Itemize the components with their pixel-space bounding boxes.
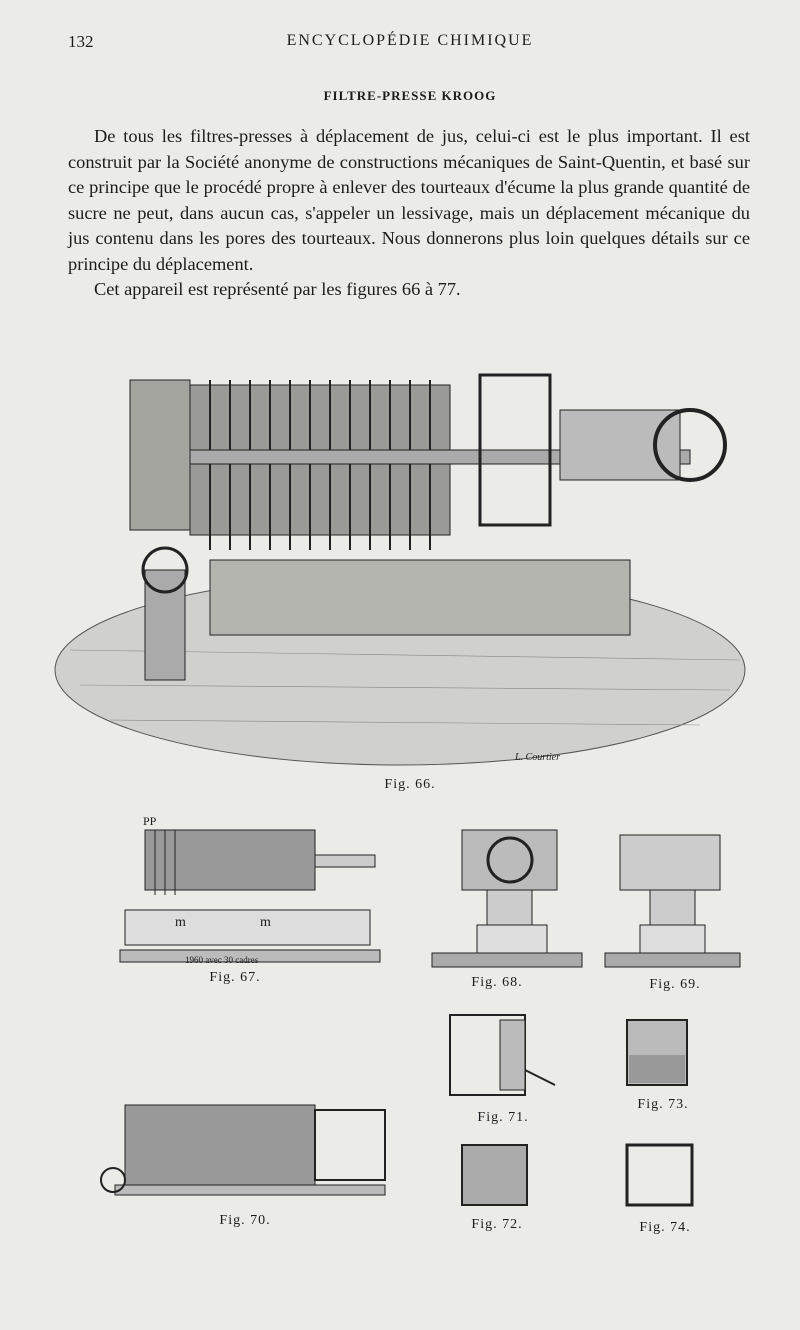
body-text: De tous les filtres-presses à déplacemen… bbox=[68, 124, 750, 303]
figure-71-illustration bbox=[440, 1010, 560, 1100]
plate-section-detail bbox=[626, 1019, 688, 1086]
figure-70-caption: Fig. 70. bbox=[219, 1213, 271, 1228]
figure-66-illustration: L. Courtier bbox=[50, 340, 770, 770]
figure-74-illustration bbox=[612, 1140, 712, 1212]
figure-71-caption: Fig. 71. bbox=[477, 1110, 529, 1125]
figure-73-illustration bbox=[612, 1015, 707, 1090]
dimension-label: 1960 avec 30 cadres bbox=[185, 955, 259, 965]
part-label: PP bbox=[143, 814, 157, 828]
figure-67-caption: Fig. 67. bbox=[209, 970, 261, 985]
page-number: 132 bbox=[68, 32, 94, 51]
part-label: m bbox=[175, 915, 186, 930]
engraver-signature: L. Courtier bbox=[515, 752, 561, 763]
press-opposite-end-view bbox=[604, 834, 741, 968]
figure-70-illustration bbox=[95, 1075, 400, 1205]
figure-72-illustration bbox=[452, 1140, 542, 1210]
figure-68-caption: Fig. 68. bbox=[471, 975, 523, 990]
running-title: ENCYCLOPÉDIE CHIMIQUE bbox=[286, 32, 534, 49]
figure-74-caption: Fig. 74. bbox=[639, 1220, 691, 1235]
filter-press-engraving bbox=[54, 373, 746, 766]
press-side-elevation bbox=[119, 829, 381, 963]
figure-69-illustration bbox=[604, 820, 741, 970]
part-label: m bbox=[260, 915, 271, 930]
section-title: FILTRE-PRESSE KROOG bbox=[323, 88, 497, 103]
plate-detail bbox=[461, 1144, 528, 1206]
paragraph: Cet appareil est représenté par les figu… bbox=[94, 279, 461, 299]
figure-66-caption: Fig. 66. bbox=[384, 777, 436, 792]
press-plan-view bbox=[100, 1104, 386, 1196]
figure-69-caption: Fig. 69. bbox=[649, 977, 701, 992]
frame-outline-detail bbox=[625, 1143, 694, 1207]
figure-72-caption: Fig. 72. bbox=[471, 1217, 523, 1232]
paragraph: De tous les filtres-presses à déplacemen… bbox=[68, 126, 750, 274]
press-end-view bbox=[431, 829, 583, 968]
figure-73-caption: Fig. 73. bbox=[637, 1097, 689, 1112]
frame-detail bbox=[449, 1014, 556, 1096]
figure-68-illustration bbox=[431, 815, 583, 970]
figure-67-illustration: 1960 avec 30 cadres PP m m bbox=[85, 810, 395, 970]
